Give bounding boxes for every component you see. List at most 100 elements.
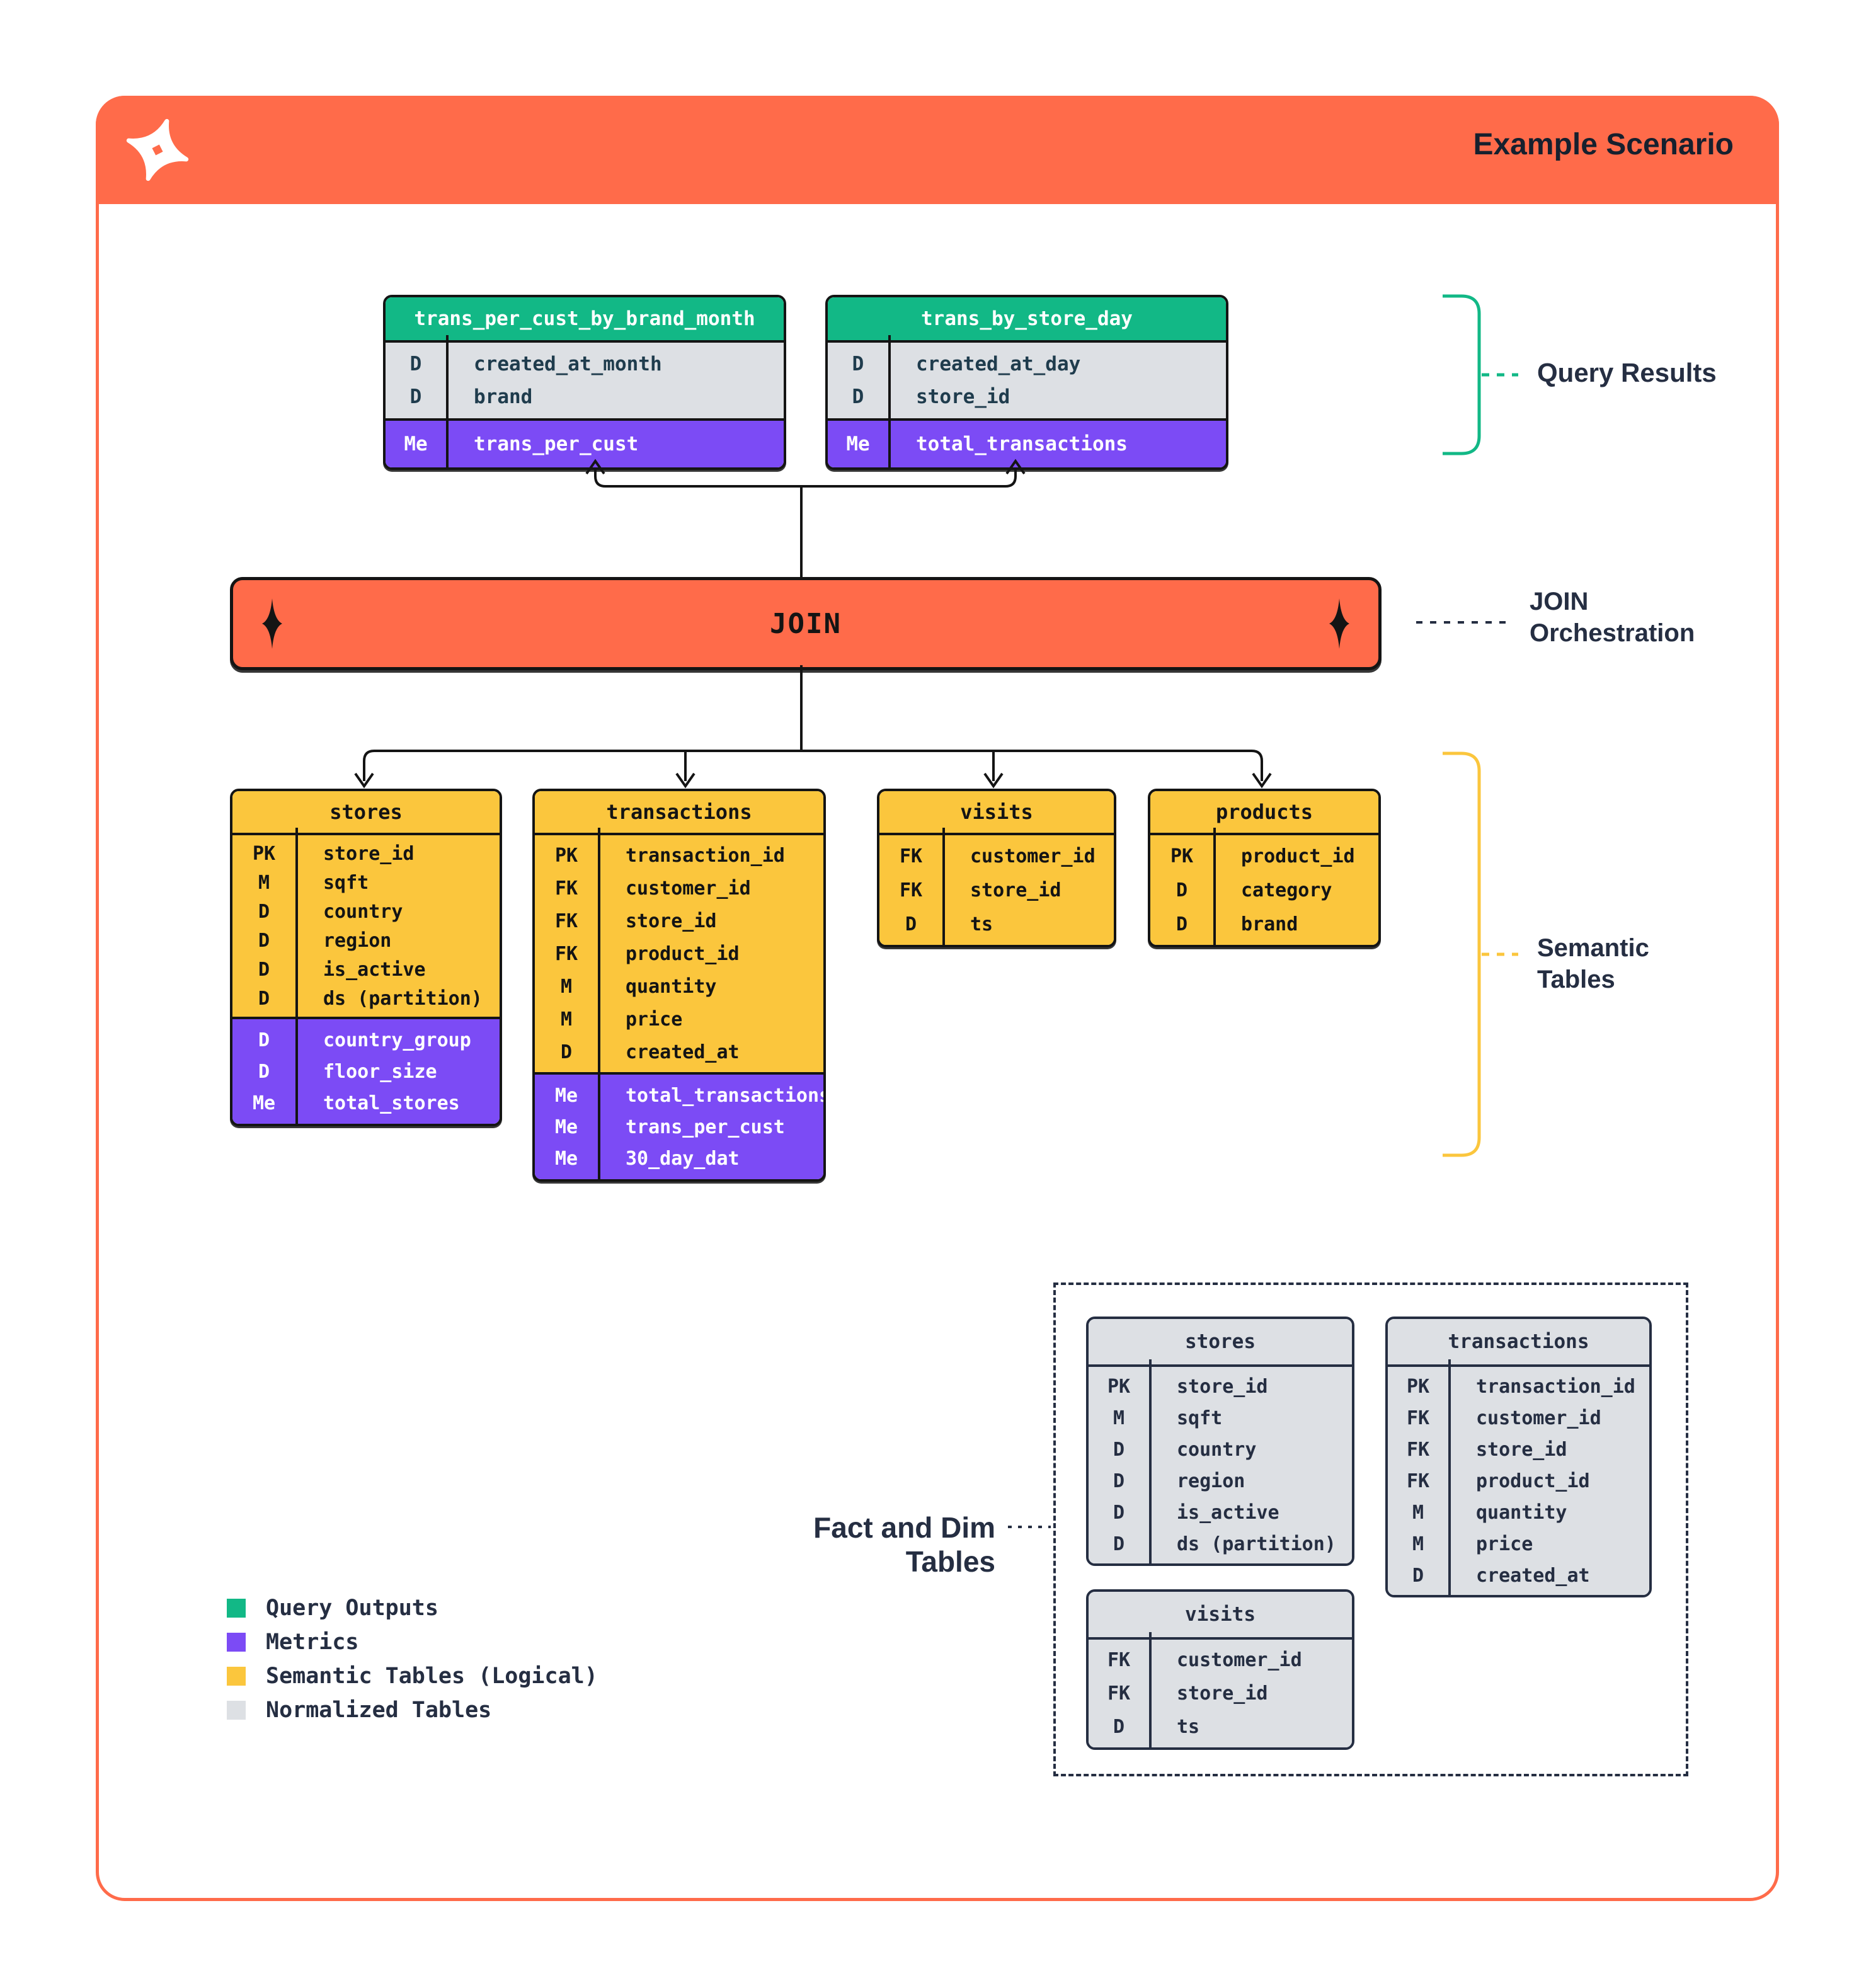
row-key: D <box>1113 1470 1125 1492</box>
row-field: total_stores <box>323 1092 460 1114</box>
row-key: FK <box>1406 1407 1430 1429</box>
row-field: floor_size <box>323 1060 437 1083</box>
page-title: Example Scenario <box>1473 128 1734 161</box>
row-key: Me <box>554 1084 578 1107</box>
row-field: store_id <box>626 910 717 932</box>
row-field: is_active <box>1177 1501 1279 1524</box>
row-field: brand <box>1241 913 1298 935</box>
row-field: sqft <box>1177 1407 1223 1429</box>
table-header: trans_by_store_day <box>828 297 1226 343</box>
row-key: Me <box>554 1116 578 1138</box>
row-field: region <box>323 929 392 952</box>
sparkle-icon <box>1329 598 1349 649</box>
row-key: D <box>258 958 270 981</box>
legend-label: Semantic Tables (Logical) <box>266 1664 598 1689</box>
row-key: D <box>258 987 270 1010</box>
sparkle-icon <box>262 598 282 649</box>
row-field: created_at <box>626 1041 740 1063</box>
join-orchestration-bar: JOIN <box>230 577 1382 670</box>
row-field: quantity <box>1476 1501 1567 1524</box>
row-key: Me <box>404 433 428 455</box>
legend-label: Metrics <box>266 1630 359 1655</box>
legend-swatch <box>227 1633 246 1652</box>
metric-rows: Me trans_per_cust <box>386 413 784 467</box>
table-row: Me 30_day_dat <box>535 1143 823 1174</box>
legend-swatch <box>227 1599 246 1618</box>
row-key: D <box>1113 1533 1125 1555</box>
row-key: FK <box>554 942 578 965</box>
row-field: price <box>1476 1533 1533 1555</box>
row-key: PK <box>554 844 578 867</box>
row-field: created_at_day <box>916 353 1081 375</box>
row-key: FK <box>1107 1682 1131 1705</box>
fact-dim-annotation: Fact and Dim Tables <box>813 1511 995 1578</box>
row-key: PK <box>252 842 276 865</box>
row-field: created_at_month <box>474 353 662 375</box>
row-key: D <box>852 353 864 375</box>
row-field: brand <box>474 386 533 408</box>
annotation-line: Tables <box>1537 966 1615 993</box>
row-field: category <box>1241 879 1332 901</box>
row-key: FK <box>554 910 578 932</box>
row-field: created_at <box>1476 1564 1590 1587</box>
row-key: D <box>258 1060 270 1083</box>
table-row: Me trans_per_cust <box>386 426 784 462</box>
row-key: M <box>1412 1533 1424 1555</box>
row-field: transaction_id <box>626 844 785 867</box>
row-key: D <box>1113 1716 1125 1738</box>
row-field: ts <box>1177 1716 1200 1738</box>
row-key: D <box>1113 1438 1125 1461</box>
row-field: customer_id <box>1177 1649 1302 1671</box>
row-key: D <box>1176 913 1188 935</box>
row-field: store_id <box>916 386 1010 408</box>
row-key: M <box>1412 1501 1424 1524</box>
row-field: total_transactions <box>916 433 1128 455</box>
row-field: total_transactions <box>626 1084 826 1107</box>
row-key: PK <box>1406 1375 1430 1398</box>
row-key: PK <box>1107 1375 1131 1398</box>
row-field: country <box>1177 1438 1257 1461</box>
row-key: D <box>560 1041 573 1063</box>
row-key: M <box>560 1008 573 1031</box>
row-field: ts <box>970 913 993 935</box>
row-key: FK <box>1107 1649 1131 1671</box>
legend-swatch <box>227 1701 246 1720</box>
table-row: PK transaction_id <box>1388 1371 1649 1402</box>
row-field: transaction_id <box>1476 1375 1635 1398</box>
row-key: D <box>409 386 422 408</box>
table-header: stores <box>232 791 500 835</box>
row-key: Me <box>554 1147 578 1170</box>
row-field: trans_per_cust <box>474 433 639 455</box>
row-field: quantity <box>626 975 717 998</box>
row-field: 30_day_dat <box>626 1147 740 1170</box>
join-orchestration-annotation: JOIN Orchestration <box>1530 586 1695 649</box>
